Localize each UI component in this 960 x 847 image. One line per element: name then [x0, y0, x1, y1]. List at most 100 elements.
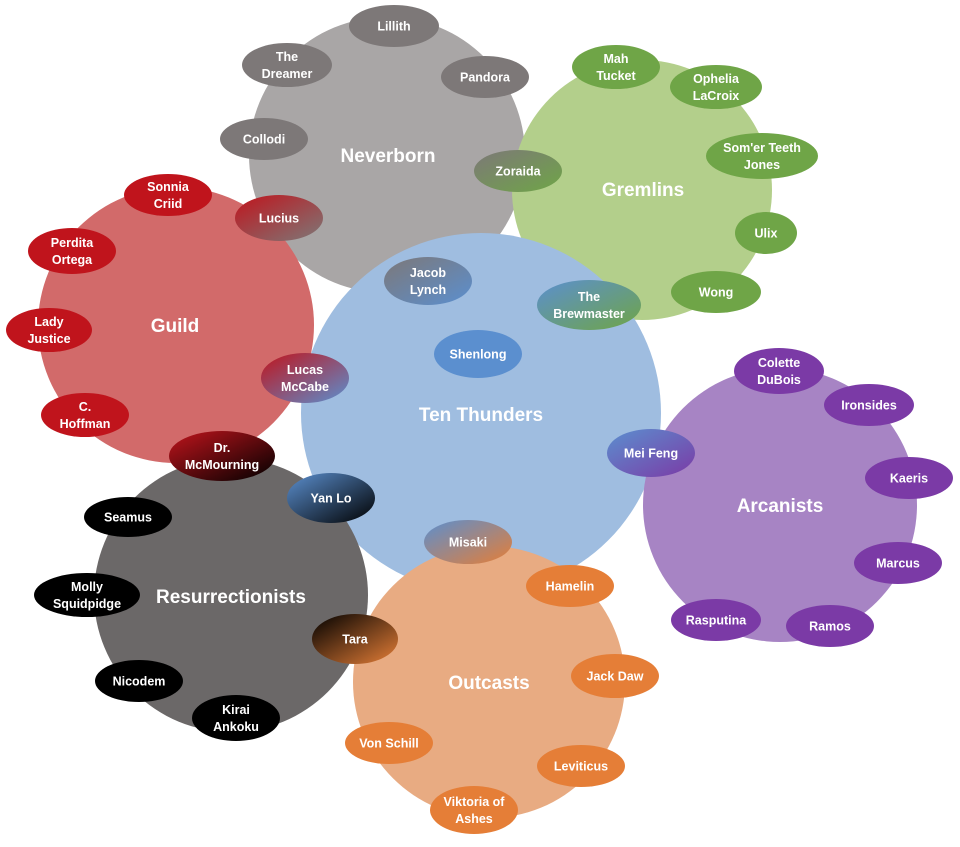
faction-label-outcasts: Outcasts — [448, 673, 529, 694]
master-node-lucius: Lucius — [235, 195, 323, 241]
master-label: Seamus — [104, 511, 152, 525]
master-label: McCabe — [281, 380, 329, 394]
master-label: Lynch — [410, 283, 446, 297]
master-label: Shenlong — [450, 348, 507, 362]
master-node-dr-mcmourning: Dr.McMourning — [169, 431, 275, 481]
master-bubble — [537, 745, 625, 787]
faction-circle-gremlins — [512, 60, 772, 320]
faction-label-arcanists: Arcanists — [737, 496, 824, 517]
master-bubble — [34, 573, 140, 617]
master-label: Jacob — [410, 266, 446, 280]
master-label: Mah — [604, 52, 629, 66]
master-label: Lucas — [287, 363, 323, 377]
master-label: The — [578, 290, 600, 304]
master-node-mei-feng: Mei Feng — [607, 429, 695, 477]
faction-label-ten-thunders: Ten Thunders — [419, 405, 543, 426]
master-bubble — [220, 118, 308, 160]
master-node-von-schill: Von Schill — [345, 722, 433, 764]
master-label: LaCroix — [693, 89, 740, 103]
master-bubble — [95, 660, 183, 702]
master-label: Ulix — [755, 227, 778, 241]
faction-label-gremlins: Gremlins — [602, 180, 684, 201]
master-bubble — [192, 695, 280, 741]
master-bubble — [734, 348, 824, 394]
master-bubble — [28, 228, 116, 274]
master-node-ulix: Ulix — [735, 212, 797, 254]
master-node-c-hoffman: C.Hoffman — [41, 393, 129, 437]
master-label: Wong — [699, 286, 733, 300]
master-node-hamelin: Hamelin — [526, 565, 614, 607]
master-bubble — [349, 5, 439, 47]
master-label: Collodi — [243, 133, 285, 147]
master-label: Justice — [27, 332, 70, 346]
master-label: Criid — [154, 197, 182, 211]
master-node-kaeris: Kaeris — [865, 457, 953, 499]
master-label: Kaeris — [890, 472, 928, 486]
master-bubble — [824, 384, 914, 426]
master-bubble — [169, 431, 275, 481]
master-label: Brewmaster — [553, 307, 625, 321]
master-bubble — [572, 45, 660, 89]
master-label: Som'er Teeth — [723, 141, 801, 155]
master-label: Marcus — [876, 557, 920, 571]
master-bubble — [430, 786, 518, 834]
master-node-collodi: Collodi — [220, 118, 308, 160]
master-node-marcus: Marcus — [854, 542, 942, 584]
master-bubble — [526, 565, 614, 607]
master-label: Rasputina — [686, 614, 747, 628]
master-bubble — [384, 257, 472, 305]
master-bubble — [312, 614, 398, 664]
master-label: Colette — [758, 356, 800, 370]
master-label: Von Schill — [359, 737, 419, 751]
master-bubble — [706, 133, 818, 179]
master-bubble — [671, 599, 761, 641]
master-label: Squidpidge — [53, 597, 121, 611]
master-node-misaki: Misaki — [424, 520, 512, 564]
master-bubble — [607, 429, 695, 477]
master-label: Tucket — [596, 69, 636, 83]
faction-circle-arcanists — [643, 368, 917, 642]
master-bubble — [242, 43, 332, 87]
master-node-nicodem: Nicodem — [95, 660, 183, 702]
master-label: DuBois — [757, 373, 801, 387]
faction-label-neverborn: Neverborn — [340, 146, 435, 167]
master-bubble — [434, 330, 522, 378]
master-label: Jack Daw — [587, 670, 644, 684]
master-bubble — [786, 605, 874, 647]
master-node-wong: Wong — [671, 271, 761, 313]
master-bubble — [537, 280, 641, 330]
master-bubble — [235, 195, 323, 241]
master-bubble — [441, 56, 529, 98]
master-label: Viktoria of — [444, 795, 506, 809]
master-bubble — [671, 271, 761, 313]
master-label: Kirai — [222, 703, 250, 717]
master-node-pandora: Pandora — [441, 56, 529, 98]
master-node-leviticus: Leviticus — [537, 745, 625, 787]
master-label: Perdita — [51, 236, 94, 250]
master-label: Ophelia — [693, 72, 740, 86]
master-label: Ankoku — [213, 720, 259, 734]
master-bubble — [345, 722, 433, 764]
master-label: Lady — [34, 315, 63, 329]
master-label: McMourning — [185, 458, 259, 472]
master-node-seamus: Seamus — [84, 497, 172, 537]
master-label: Hamelin — [546, 580, 595, 594]
faction-label-resurrectionists: Resurrectionists — [156, 587, 306, 608]
master-label: Lillith — [377, 20, 410, 34]
master-bubble — [287, 473, 375, 523]
master-bubble — [865, 457, 953, 499]
master-bubble — [6, 308, 92, 352]
master-label: Pandora — [460, 71, 511, 85]
master-label: Jones — [744, 158, 780, 172]
